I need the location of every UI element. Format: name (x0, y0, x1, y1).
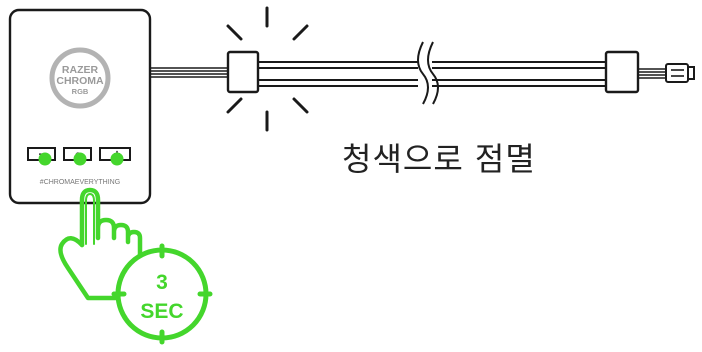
strip-end-cap-right (604, 50, 640, 94)
logo-line2: CHROMA (56, 75, 104, 87)
flash-rays-icon (226, 6, 309, 132)
timer-value: 3 (156, 271, 168, 294)
minus-button[interactable]: − (38, 147, 52, 166)
hashtag-label: #CHROMAEVERYTHING (40, 179, 120, 186)
button-bar: − ○ + (27, 147, 131, 166)
controller: RAZER CHROMA RGB − ○ + #CHROMAEVERYTHING (8, 8, 152, 205)
plus-indicator-dot (110, 152, 124, 166)
minus-indicator-dot (38, 152, 52, 166)
pressing-hand-icon (58, 187, 143, 301)
timer-unit: SEC (140, 300, 183, 323)
strip-connector (638, 63, 695, 83)
plug-icon (665, 63, 689, 83)
mode-button[interactable]: ○ (73, 149, 87, 166)
mode-indicator-dot (73, 152, 87, 166)
blink-blue-caption: 청색으로 점멸 (342, 140, 536, 178)
break-mark (417, 41, 429, 105)
cable (150, 67, 228, 78)
timer-badge: 3 SEC (111, 243, 213, 345)
logo-line3: RGB (72, 87, 89, 96)
strip-end-cap-left (226, 50, 260, 94)
logo-line1: RAZER (62, 64, 99, 76)
razer-chroma-logo: RAZER CHROMA RGB (49, 47, 111, 109)
led-strip (226, 41, 640, 105)
plus-button[interactable]: + (110, 147, 124, 166)
